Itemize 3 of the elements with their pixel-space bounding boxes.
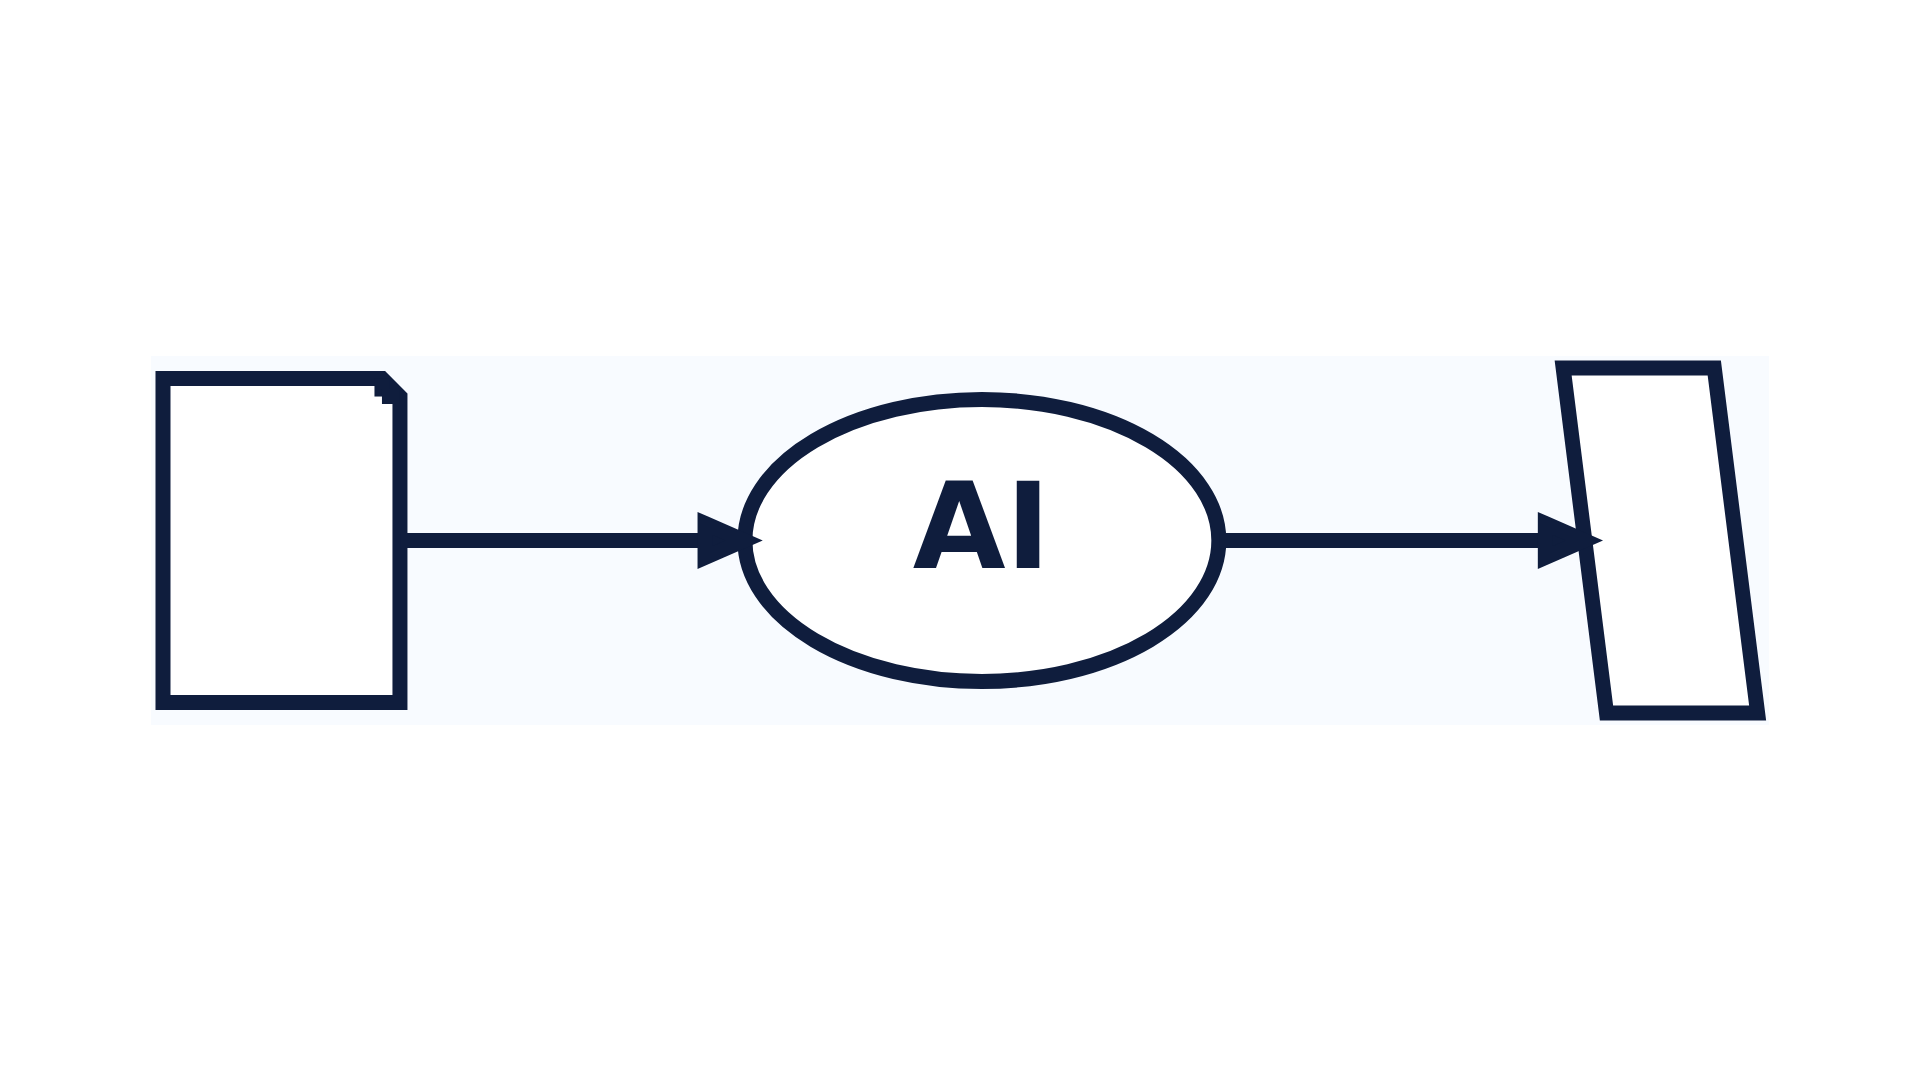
node-bolt	[1554, 360, 1767, 720]
node-document	[155, 370, 408, 710]
node-ellipse: AI	[737, 391, 1227, 689]
